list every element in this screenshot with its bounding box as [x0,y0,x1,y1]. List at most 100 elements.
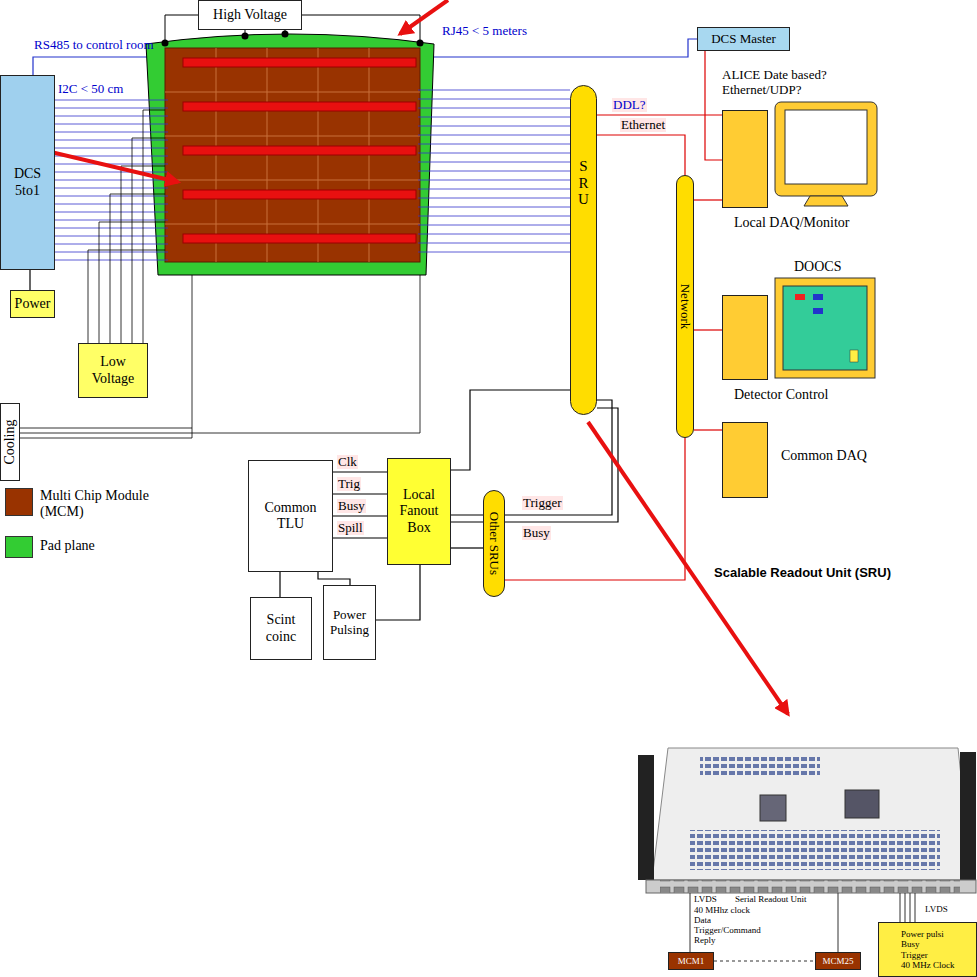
cable-bundle [20,90,570,438]
power-supply-box: Low Voltage [78,343,148,398]
connector [451,400,612,515]
connector [333,515,387,516]
signal-name: Trigger/Command [694,926,761,936]
edge-label: Busy [522,526,551,540]
screen-icon [813,294,823,300]
cable [55,148,168,149]
cable [55,204,168,205]
node-text: 40 MHz Clock [901,960,955,970]
connector [505,438,685,580]
connector [333,537,387,538]
cable [55,100,168,101]
connector [694,429,722,430]
cable [55,108,168,109]
cable [55,116,168,117]
cable [418,198,570,199]
cable [55,132,168,133]
cable [418,234,570,235]
node-text: MCM25 [822,956,853,966]
node-text: Common TLU [261,500,321,532]
process-box: Local Fanout Box [387,458,451,565]
node-text: Local Fanout Box [391,487,447,535]
sru-crate [638,748,976,893]
connector [694,329,722,330]
cable [418,189,570,190]
monitor [775,102,877,196]
cable [20,438,192,439]
connector [705,51,722,160]
monitor-screen [785,110,867,184]
cable [143,110,165,343]
lvds-box: Power pulsiBusyTrigger40 MHz Clock [878,922,977,977]
node-text: S R U [576,158,591,208]
cable [55,236,168,237]
readout-bar: S R U [570,85,597,415]
signal-name: LVDS [925,905,948,915]
connector [333,493,387,494]
cable [418,225,570,226]
cable [55,140,168,141]
cable [55,180,168,181]
cable [55,172,168,173]
node-text: Power pulsi [901,929,944,939]
network-bar: Network [676,175,694,438]
node-text: Power Pulsing [327,608,373,638]
process-box: Power Pulsing [323,585,376,660]
cable [418,117,570,118]
signal-name: Data [694,916,711,926]
cable [418,90,570,91]
cable [418,135,570,136]
node-text: MCM1 [678,956,705,966]
mcm-box: MCM1 [668,952,714,970]
cable [55,228,168,229]
cable [418,108,570,109]
cable [418,180,570,181]
node-text: Power [15,296,51,312]
pointer-arrow [0,0,788,714]
mcm-grid-lines [165,48,420,262]
power-supply-box: Power [10,290,55,318]
node-text: Busy [901,939,920,949]
edge-label: Trig [337,477,361,491]
cable [20,428,192,429]
region-fill [231,69,905,665]
cable [192,275,193,438]
control-box: DCS 5to1 [0,75,55,270]
edge-label: Ethernet [620,118,666,132]
label-text: Ethernet/UDP? [722,83,801,97]
readout-region: Scalable Readout Unit (SRU)S R UNetworkL… [230,68,905,665]
connector [597,135,685,175]
connector [376,565,420,620]
signal-name: Reply [694,936,716,946]
cable [55,212,168,213]
signal-name: LVDS [694,895,717,905]
computer-tower: Common DAQ [722,422,768,498]
mcm-bar [183,58,416,243]
screen-icon [813,308,823,314]
computer-tower: DOOCSDetector Control [722,295,768,380]
process-box: Scint coinc [250,597,312,660]
cable [20,433,420,434]
readout-bar: Other SRUs [483,490,505,597]
node-text: DOOCS [794,259,841,275]
cable [132,138,165,343]
node-text: DCS Master [711,32,776,47]
cable [55,124,168,125]
legend-text: Multi Chip Module (MCM) [40,488,175,520]
control-box: DCS Master [697,27,790,51]
cable [418,216,570,217]
cable [418,162,570,163]
power-supply-box: High Voltage [198,0,302,30]
connector [333,471,387,472]
mcm-grid [165,48,420,262]
cable [418,252,570,253]
label-text: RS485 to control room [34,38,154,52]
legend-text: Pad plane [40,538,175,554]
node-text: Trigger [901,950,928,960]
label-text: RJ45 < 5 meters [442,24,527,38]
cable [55,188,168,189]
cooling-box: Cooling [0,403,20,481]
edge-label: Trigger [522,496,563,510]
cable [418,126,570,127]
connector [451,408,618,522]
